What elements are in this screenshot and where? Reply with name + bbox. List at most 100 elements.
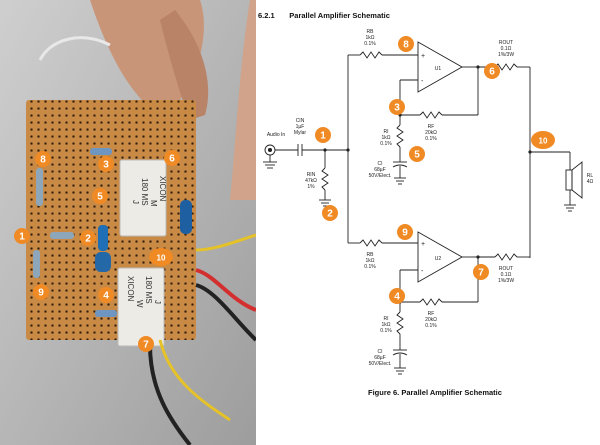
marker-label-3: 3 <box>394 103 400 114</box>
label-line: 0.1% <box>380 328 392 334</box>
marker-9 <box>33 284 49 300</box>
wire-red <box>195 268 256 312</box>
label-line: RB <box>367 29 375 35</box>
resistor <box>90 148 112 155</box>
label-line: 20kΩ <box>425 317 437 323</box>
marker-label-7: 7 <box>143 340 149 351</box>
resistor <box>95 310 117 317</box>
label-line: CIN <box>296 118 305 124</box>
marker-9 <box>397 224 413 240</box>
marker-label-7: 7 <box>478 268 484 279</box>
label-line: 1% <box>307 184 315 190</box>
label-line: RIN <box>307 172 316 178</box>
marker-label-10: 10 <box>157 254 166 263</box>
wire <box>38 36 111 61</box>
svg-text:J: J <box>131 200 140 204</box>
marker-7 <box>138 336 154 352</box>
marker-5 <box>92 188 108 204</box>
marker-label-4: 4 <box>103 291 109 302</box>
label-line: RB <box>367 252 375 258</box>
section-heading: Parallel Amplifier Schematic <box>289 11 390 20</box>
label-line: RI <box>384 129 389 135</box>
label-line: 68µF <box>374 355 386 361</box>
marker-3 <box>98 156 114 172</box>
capacitor <box>95 252 111 272</box>
label-line: 20kΩ <box>425 130 437 136</box>
svg-text:+: + <box>421 241 425 248</box>
label-line: 0.1Ω <box>501 46 512 52</box>
hand-thumb <box>160 10 209 120</box>
svg-text:-: - <box>421 268 424 275</box>
wire-yellow <box>158 339 231 422</box>
marker-5 <box>409 146 425 162</box>
resistor <box>33 250 40 278</box>
section-title: 6.2.1 Parallel Amplifier Schematic <box>258 11 390 20</box>
marker-1 <box>315 127 331 143</box>
label-line: 0.1% <box>364 264 376 270</box>
svg-text:180 MS: 180 MS <box>144 276 153 304</box>
power-resistor-top: J 180 MS M XICON <box>119 159 167 237</box>
svg-text:+: + <box>421 53 425 60</box>
marker-label-3: 3 <box>103 160 109 171</box>
label-line: 0.1% <box>425 323 437 329</box>
label-line: 1%/3W <box>498 278 514 284</box>
resistor <box>50 232 74 239</box>
wire-yellow <box>195 233 256 252</box>
label-line: 1kΩ <box>365 35 374 41</box>
marker-label-9: 9 <box>38 288 44 299</box>
label-line: 4Ω <box>587 179 594 185</box>
marker-1 <box>14 228 30 244</box>
label-line: CI <box>378 161 383 167</box>
marker-4 <box>98 287 114 303</box>
label-line: RF <box>428 311 435 317</box>
marker-label-5: 5 <box>97 192 103 203</box>
marker-6 <box>164 150 180 166</box>
label-line: 1kΩ <box>381 135 390 141</box>
label-line: ROUT <box>499 40 513 46</box>
label-line: 50V/Elect. <box>369 361 392 367</box>
marker-label-8: 8 <box>40 155 46 166</box>
wire-black <box>195 283 256 342</box>
label-line: 0.1% <box>380 141 392 147</box>
svg-text:-: - <box>421 78 424 85</box>
label-line: 1kΩ <box>381 322 390 328</box>
marker-2 <box>322 205 338 221</box>
marker-label-10: 10 <box>539 137 548 146</box>
svg-text:J: J <box>153 300 162 304</box>
label-line: 1kΩ <box>365 258 374 264</box>
marker-8 <box>35 151 51 167</box>
section-number: 6.2.1 <box>258 11 275 20</box>
label-line: RL <box>587 173 594 179</box>
label-line: ROUT <box>499 266 513 272</box>
label-line: 0.1% <box>425 136 437 142</box>
svg-text:M: M <box>149 200 158 207</box>
marker-label-6: 6 <box>169 154 175 165</box>
marker-label-2: 2 <box>85 234 91 245</box>
marker-8 <box>398 36 414 52</box>
marker-label-5: 5 <box>414 150 420 161</box>
svg-text:XICON: XICON <box>126 276 135 302</box>
svg-text:W: W <box>135 300 144 308</box>
audio-in-label: Audio In <box>267 132 286 138</box>
label-line: Mylar <box>294 130 307 136</box>
resistor <box>36 168 43 206</box>
label-line: 1µF <box>296 124 305 130</box>
marker-label-4: 4 <box>394 292 400 303</box>
label-line: 0.1% <box>364 41 376 47</box>
figure-caption: Figure 6. Parallel Amplifier Schematic <box>368 388 502 397</box>
marker-label-1: 1 <box>320 131 326 142</box>
hand-right <box>230 0 256 200</box>
label-line: 0.1Ω <box>501 272 512 278</box>
label-line: 1%/3W <box>498 52 514 58</box>
u2-label: U2 <box>435 256 442 262</box>
